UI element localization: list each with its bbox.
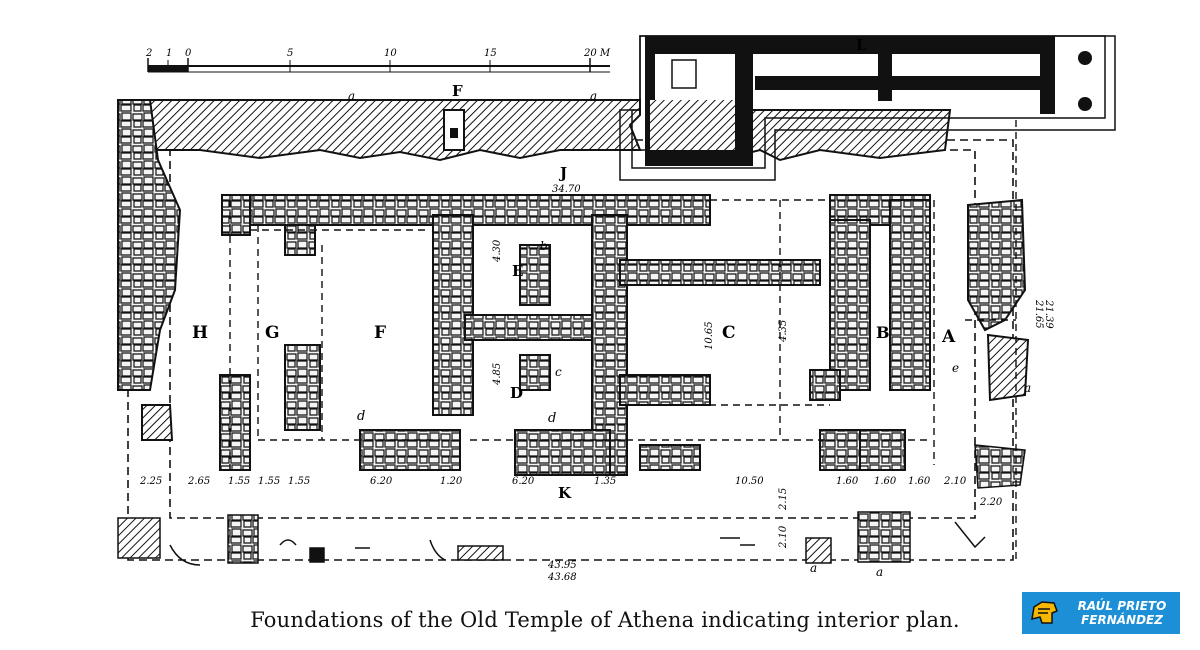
dimension-overall: 43.68 [547, 572, 577, 583]
room-label-C: C [722, 323, 736, 343]
mark-b: b [540, 239, 548, 253]
author-name: RAÚL PRIETO FERNÁNDEZ [1068, 599, 1176, 627]
dimension-vertical: 10.65 [704, 321, 715, 350]
east-wall [967, 198, 1030, 489]
scale-tick: 2 [145, 48, 152, 59]
room-label-B: B [876, 323, 890, 342]
dimensions: 34.70 2.25 2.65 1.55 1.55 1.55 6.20 1.20… [139, 184, 1054, 583]
room-label-E: E [512, 262, 523, 280]
mark-a: a [590, 89, 597, 103]
mark-d: d [548, 411, 556, 426]
label-L: L [856, 36, 867, 54]
mark-e: e [952, 361, 959, 375]
scale-tick: 5 [287, 48, 293, 59]
scale-tick: 1 [166, 48, 172, 59]
scale-tick: 0 [185, 48, 192, 59]
dimension-vertical: 2.15 [778, 488, 789, 511]
dimension-bottom: 2.10 [943, 476, 967, 487]
temple-foundation-plan: 2 1 0 5 10 15 20 M [117, 35, 1116, 583]
south-fragments [117, 511, 986, 566]
mark-a: a [1024, 381, 1031, 395]
dimension-bottom: 1.20 [440, 476, 463, 487]
mark-a: a [348, 89, 355, 103]
inner-foundations [219, 194, 931, 476]
dimension-bottom: 1.60 [836, 476, 859, 487]
dimension-vertical: 4.35 [778, 320, 789, 343]
room-label-G: G [265, 323, 280, 343]
room-label-D: D [510, 384, 523, 402]
dimension-right: 21.39 [1043, 299, 1054, 329]
room-labels: H G F E D C B A J K L F [192, 36, 956, 502]
dimension-right: 21.65 [1033, 299, 1044, 329]
scale-tick: 10 [384, 48, 397, 59]
small-letters: a a b c d d e a a a [348, 89, 1031, 579]
dimension-bottom: 6.20 [370, 476, 393, 487]
dimension-vertical: 2.20 [979, 497, 1003, 508]
label-F-north: F [452, 82, 463, 100]
dimension-vertical: 2.10 [778, 525, 789, 549]
author-name-line2: FERNÁNDEZ [1081, 613, 1163, 627]
dimension-overall: 43.95 [547, 560, 577, 571]
mark-a: a [876, 565, 883, 579]
mark-d: d [357, 409, 365, 424]
dimension-vertical: 4.85 [492, 363, 503, 386]
mark-c: c [555, 365, 562, 379]
author-badge: RAÚL PRIETO FERNÁNDEZ [1022, 592, 1180, 634]
dimension-bottom: 1.55 [258, 476, 280, 487]
dimension-bottom: 1.55 [228, 476, 250, 487]
dimension-bottom: 10.50 [735, 476, 764, 487]
scale-bar: 2 1 0 5 10 15 20 M [145, 48, 611, 73]
dimension-bottom: 1.60 [908, 476, 931, 487]
author-name-line1: RAÚL PRIETO [1077, 599, 1167, 613]
room-label-H: H [192, 323, 208, 343]
north-wall [119, 99, 952, 162]
dimension-vertical: 4.30 [492, 239, 503, 263]
interior-dashed-lines [229, 120, 1017, 560]
figure-caption: Foundations of the Old Temple of Athena … [250, 608, 960, 632]
dimension-bottom: 6.20 [512, 476, 535, 487]
room-label-A: A [941, 327, 956, 347]
label-J: J [558, 164, 567, 182]
dimension-bottom: 2.65 [187, 476, 210, 487]
west-wall [117, 99, 182, 441]
dimension-bottom: 1.55 [288, 476, 310, 487]
room-label-F: F [374, 323, 386, 343]
scale-tick: 15 [484, 48, 497, 59]
building-L [619, 35, 1116, 181]
dimension-top: 34.70 [552, 184, 581, 195]
helmet-logo-icon [1026, 595, 1062, 631]
dimension-bottom: 1.35 [594, 476, 616, 487]
mark-a: a [810, 561, 817, 575]
scale-tick: 20 M [583, 48, 611, 59]
dimension-bottom: 1.60 [874, 476, 897, 487]
dimension-bottom: 2.25 [139, 476, 162, 487]
label-K: K [558, 484, 572, 502]
